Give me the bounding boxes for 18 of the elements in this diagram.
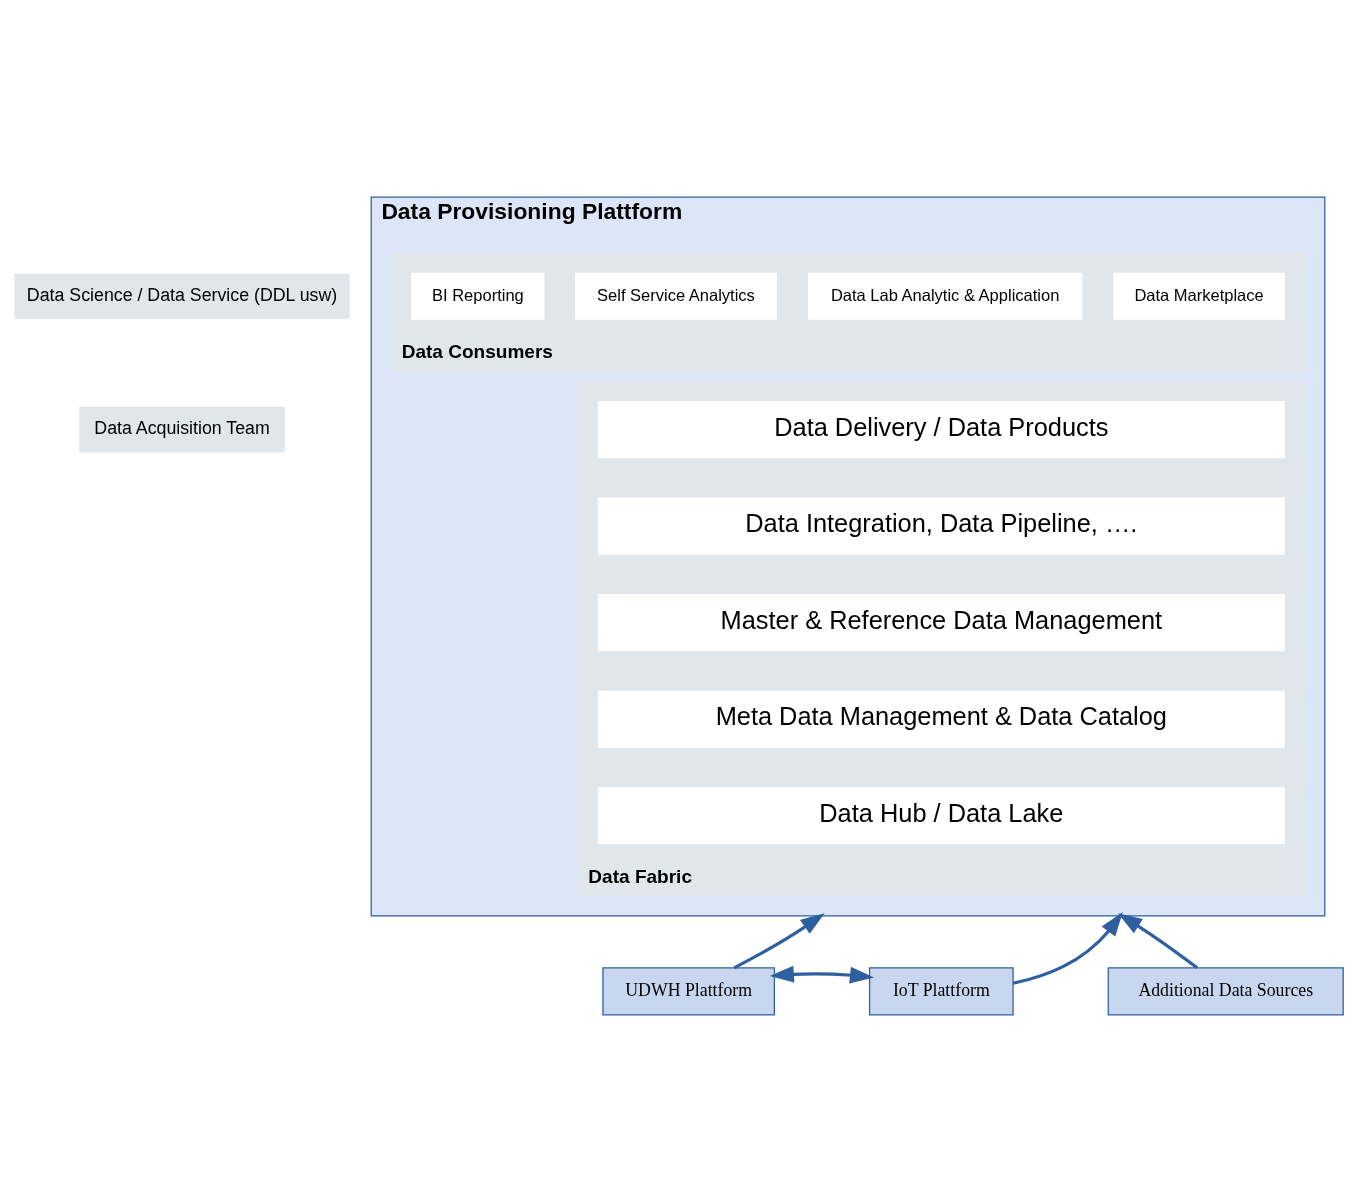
node-box: Data Integration, Data Pipeline, …. [597,497,1285,555]
node-box: Self Service Analytics [575,272,777,320]
node-box: BI Reporting [411,272,545,320]
node-box: Data Marketplace [1113,272,1285,320]
node-box: Data Hub / Data Lake [597,786,1285,844]
node-box: Meta Data Management & Data Catalog [597,690,1285,748]
arrow [1012,911,1123,985]
node-box: Data Science / Data Service (DDL usw) [13,271,351,320]
node-box: Additional Data Sources [1107,966,1344,1016]
arrow [769,965,875,984]
node-box: Master & Reference Data Management [597,593,1285,651]
node-box: UDWH Plattform [602,966,775,1016]
node-box: Data Acquisition Team [77,404,287,454]
arrow [733,912,825,969]
node-box: Data Delivery / Data Products [597,400,1285,458]
node-box: IoT Plattform [868,966,1014,1016]
arrow [1117,912,1199,969]
node-box: Data Lab Analytic & Application [808,272,1083,320]
